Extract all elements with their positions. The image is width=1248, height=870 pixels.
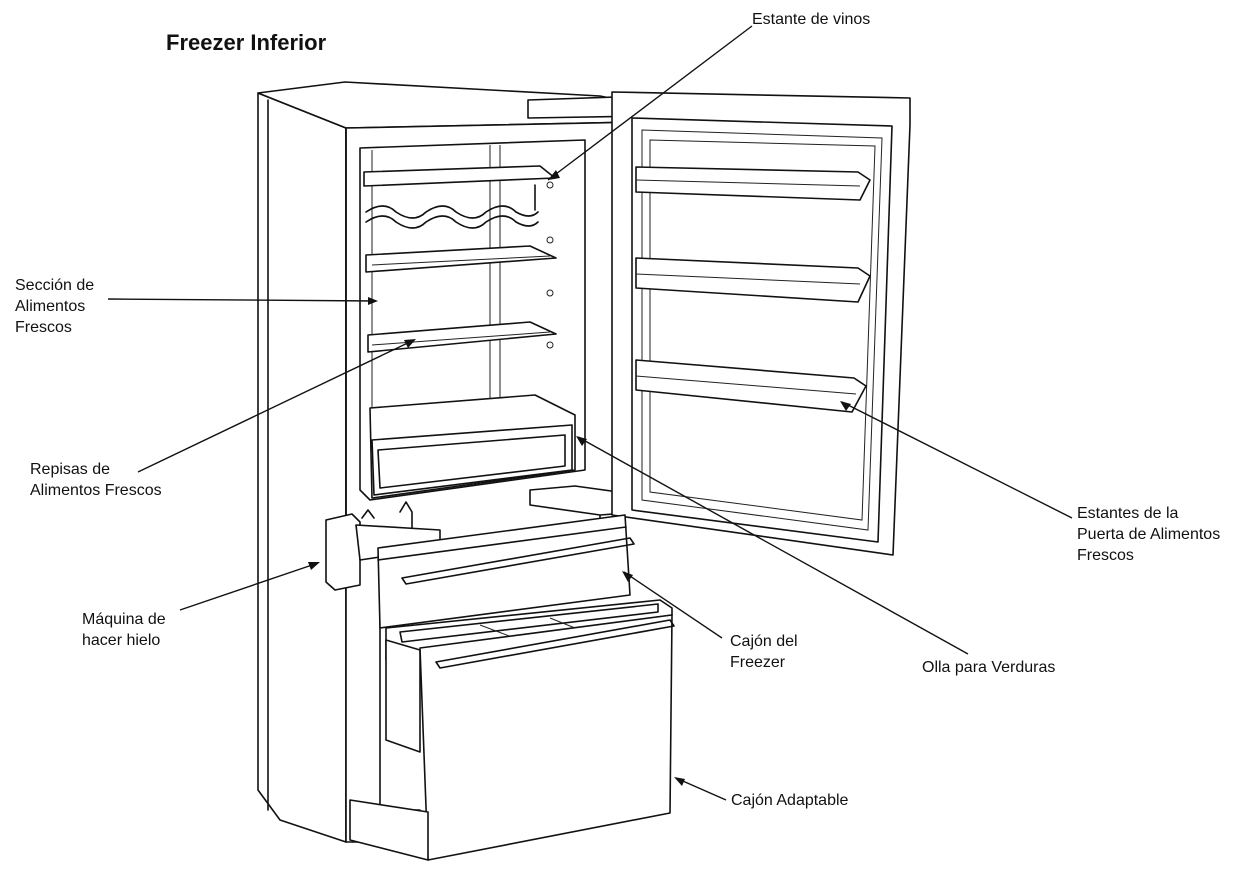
label-fresh-food-shelves: Repisas de Alimentos Frescos <box>30 459 162 501</box>
label-fresh-food-section: Sección de Alimentos Frescos <box>15 275 94 338</box>
label-freezer-drawer: Cajón del Freezer <box>730 631 798 673</box>
arrowhead-adaptable-drawer <box>674 777 685 786</box>
label-ice-maker: Máquina de hacer hielo <box>82 609 166 651</box>
fresh-food-door <box>612 92 910 555</box>
diagram-title: Freezer Inferior <box>166 30 326 56</box>
label-wine-rack: Estante de vinos <box>752 9 870 30</box>
label-crisper: Olla para Verduras <box>922 657 1055 678</box>
label-door-bins: Estantes de la Puerta de Alimentos Fresc… <box>1077 503 1220 566</box>
adaptable-drawer <box>350 600 674 860</box>
label-adaptable-drawer: Cajón Adaptable <box>731 790 848 811</box>
